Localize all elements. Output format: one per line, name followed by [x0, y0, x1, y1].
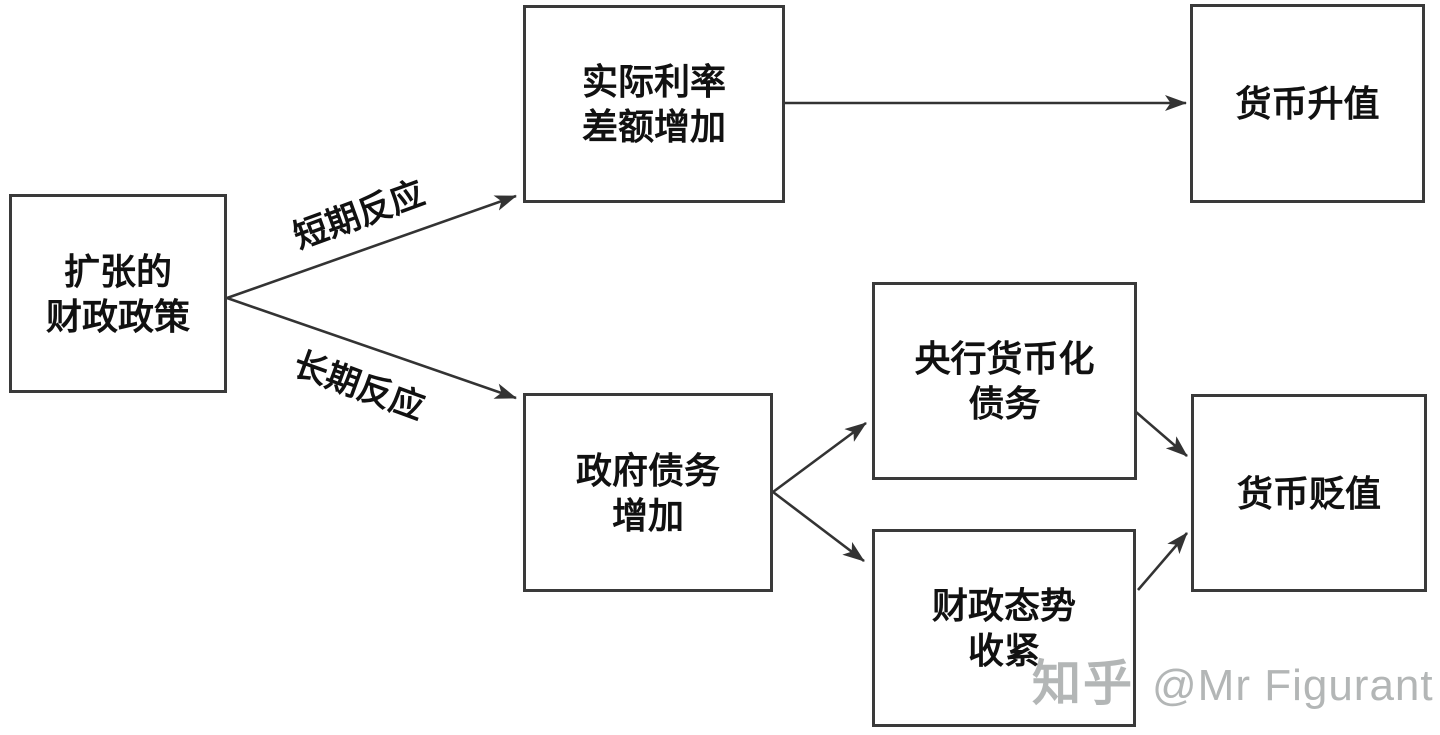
arrow-short-term	[226, 194, 517, 300]
arrow-long-term	[226, 296, 517, 400]
node-real-interest-rate-differential-increase: 实际利率 差额增加	[523, 5, 785, 203]
watermark: 知乎 @Mr Figurant	[1032, 644, 1434, 715]
zhihu-logo-text: 知乎	[1032, 657, 1135, 711]
arrow-debt-to-tighten	[772, 490, 865, 563]
node-currency-appreciation: 货币升值	[1190, 4, 1425, 203]
node-fiscal-stance-tightens: 财政态势 收紧	[872, 529, 1136, 727]
arrow-debt-to-monetize	[772, 421, 867, 494]
arrow-tighten-to-depreciation	[1137, 532, 1188, 591]
node-government-debt-increase: 政府债务 增加	[523, 393, 773, 592]
node-central-bank-monetizes-debt: 央行货币化 债务	[872, 282, 1137, 480]
node-expansionary-fiscal-policy: 扩张的 财政政策	[9, 194, 227, 393]
node-currency-depreciation: 货币贬值	[1191, 394, 1427, 592]
watermark-author-handle: @Mr Figurant	[1152, 661, 1434, 710]
arrow-monetize-to-depreciation	[1135, 411, 1188, 457]
